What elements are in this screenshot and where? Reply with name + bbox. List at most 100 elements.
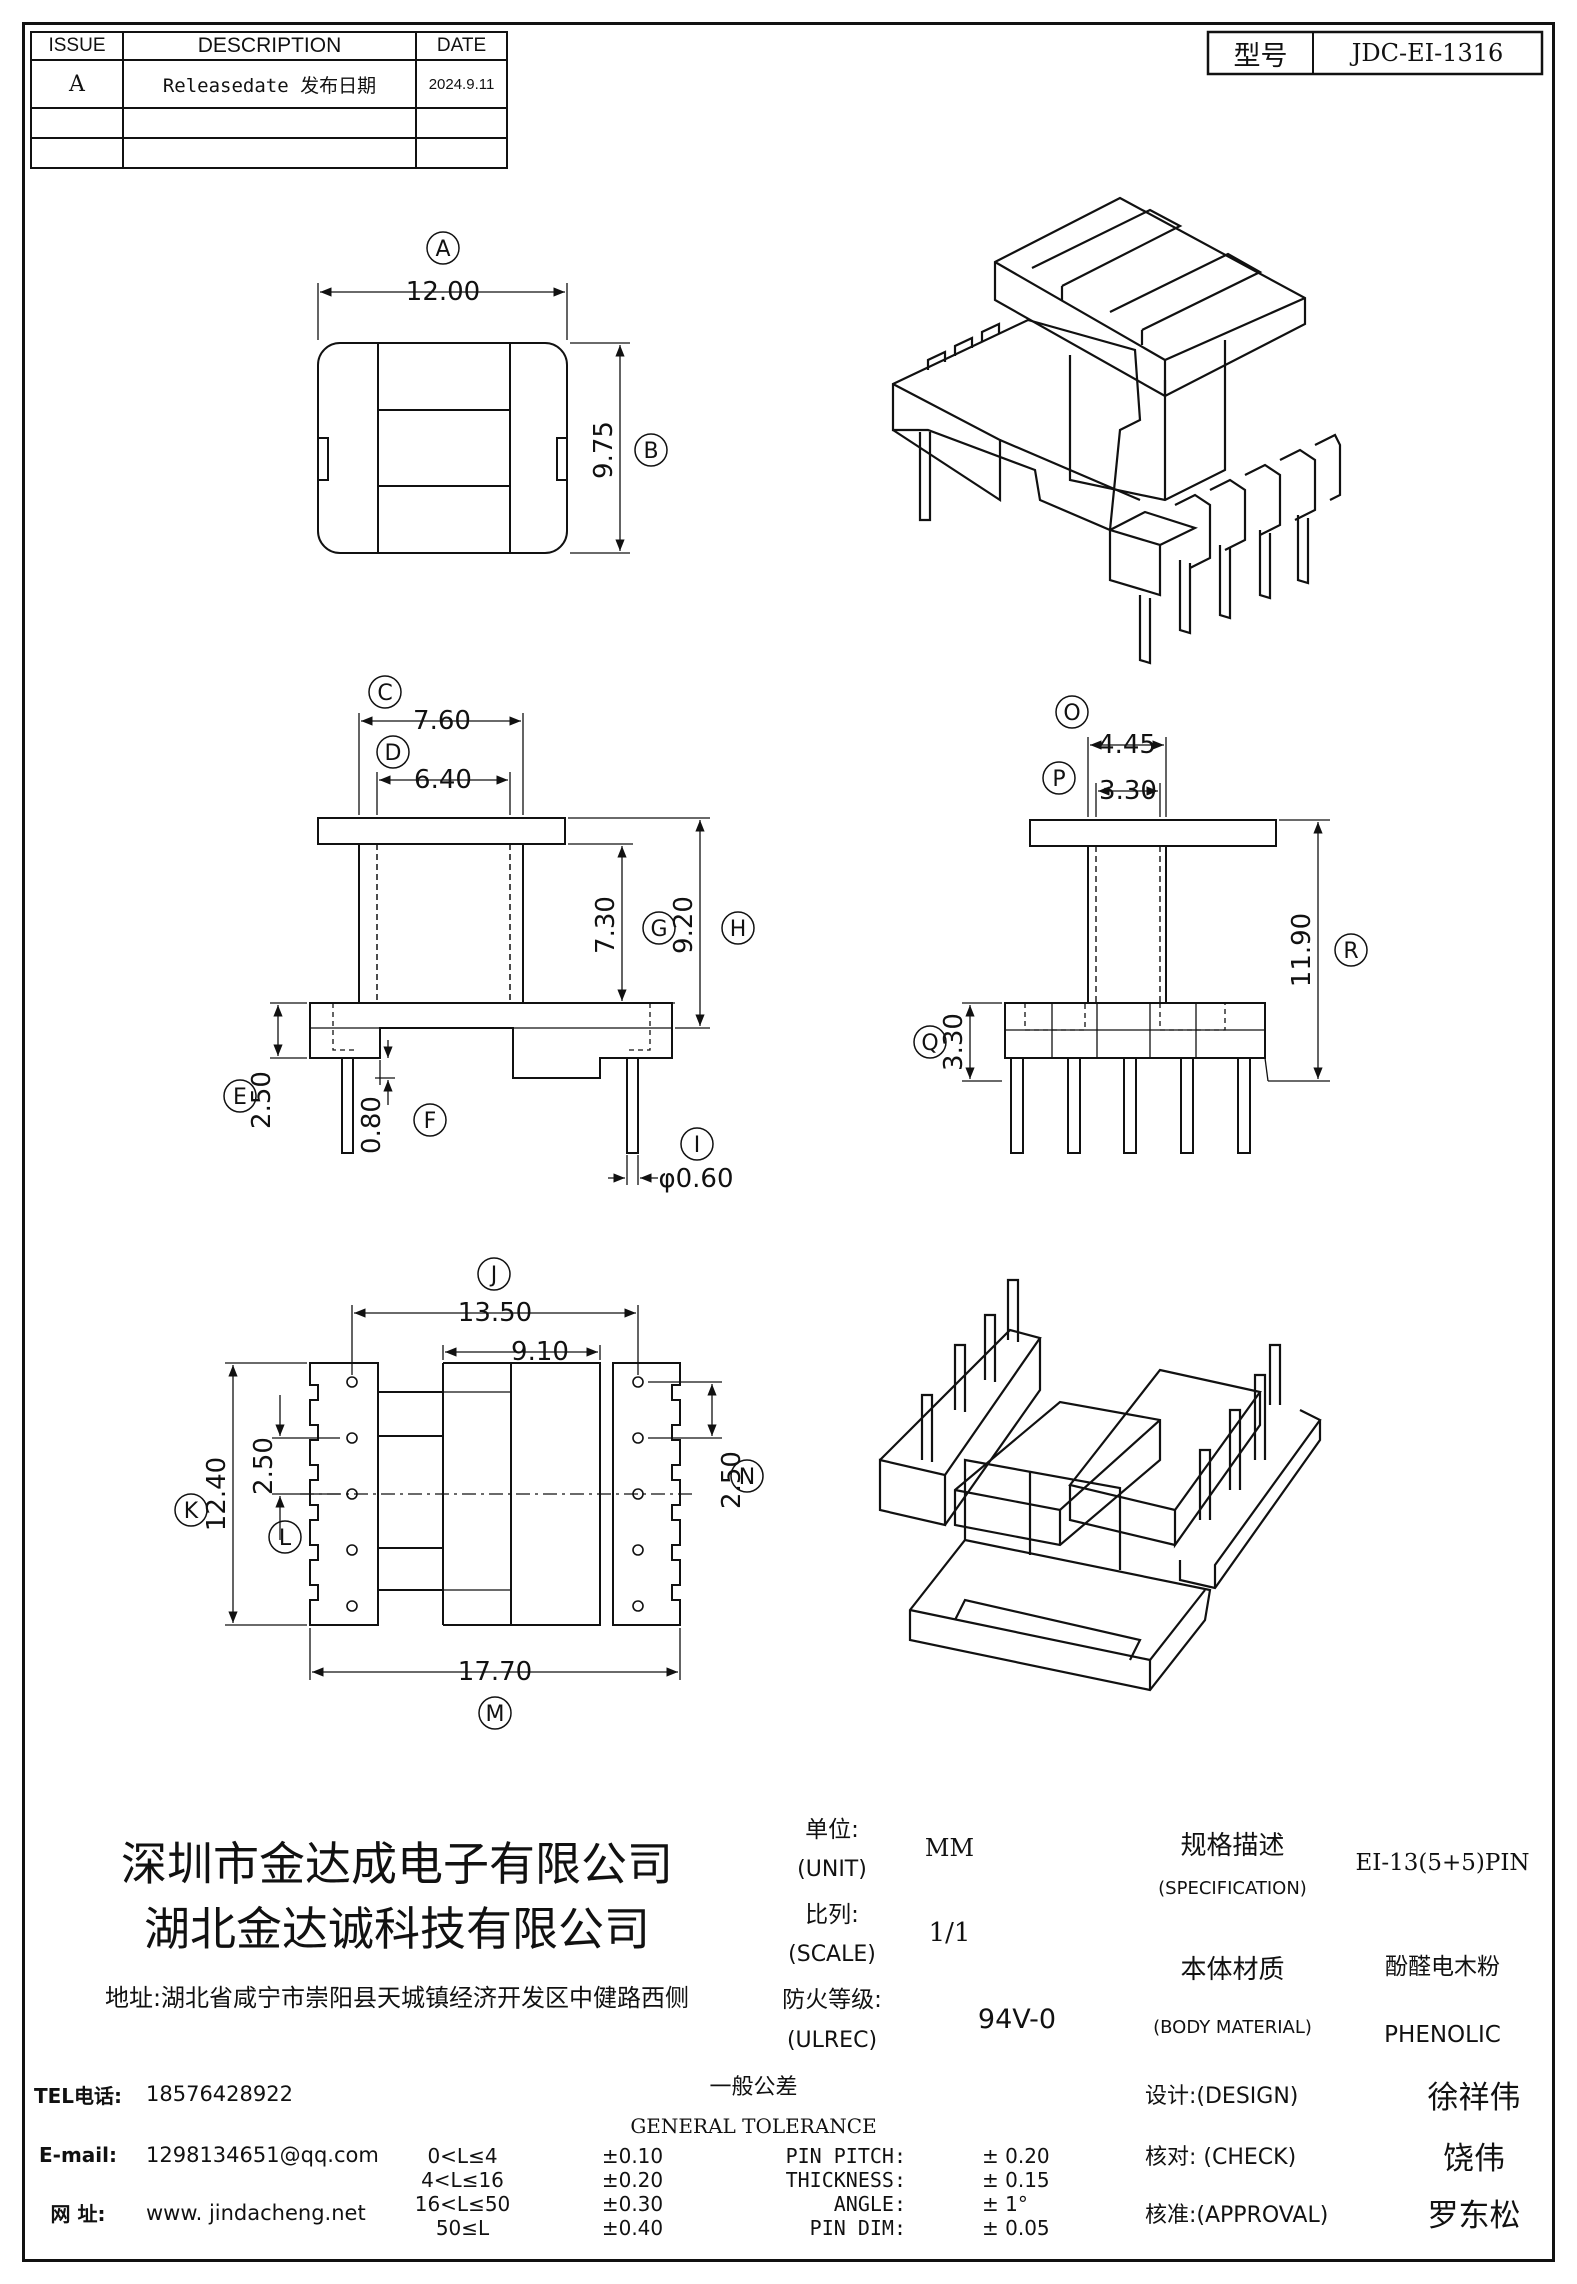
- dim-M-text: 17.70: [458, 1657, 532, 1687]
- spec-label-en: (SPECIFICATION): [1158, 1877, 1307, 1899]
- callout-H: H: [721, 911, 755, 945]
- svg-text:O: O: [1063, 701, 1080, 726]
- rev-header-issue: ISSUE: [48, 35, 106, 56]
- rev-row-description: Releasedate 发布日期: [162, 74, 377, 97]
- svg-text:N: N: [739, 1465, 755, 1490]
- rev-header-description: DESCRIPTION: [197, 34, 342, 57]
- dim-E-text: 2.50: [247, 1071, 277, 1129]
- callout-P: P: [1042, 761, 1076, 795]
- dim-H-text: 9.20: [669, 896, 699, 954]
- model-value: JDC-EI-1316: [1351, 39, 1504, 67]
- rev-row-issue: A: [69, 71, 85, 97]
- rev-row-date: 2024.9.11: [428, 75, 495, 93]
- callout-B: B: [634, 433, 668, 467]
- company-address: 地址:湖北省咸宁市崇阳县天城镇经济开发区中健路西侧: [104, 1983, 690, 2012]
- spec-pin-pitch: PIN PITCH:: [785, 2144, 906, 2168]
- svg-text:D: D: [385, 741, 402, 766]
- tol-value-3: ±0.30: [601, 2192, 664, 2216]
- dim-F-text: 0.80: [357, 1096, 387, 1154]
- fire-label: 防火等级:: [782, 1986, 882, 2013]
- tolerance-title-cn: 一般公差: [709, 2075, 798, 2100]
- design-label: 设计:(DESIGN): [1145, 2084, 1299, 2109]
- dim-D-text: 6.40: [414, 765, 472, 795]
- revision-table-border: [30, 31, 508, 169]
- callout-G: G: [642, 911, 676, 945]
- email-value[interactable]: 1298134651@qq.com: [146, 2143, 379, 2167]
- callout-K: K: [174, 1493, 208, 1527]
- check-label: 核对: (CHECK): [1145, 2145, 1297, 2170]
- dim-G-text: 7.30: [591, 896, 621, 954]
- iso-view-bottom: [878, 1278, 1322, 1692]
- tel-label: TEL电话:: [33, 2083, 123, 2108]
- spec-pin-dim: PIN DIM:: [809, 2216, 906, 2240]
- technical-drawing: 12.00 9.75 7.60 6.40 7.30 9.20 2.50 0.80…: [30, 30, 1544, 1730]
- callout-R: R: [1334, 933, 1368, 967]
- spec-pin-dim-value: ± 0.05: [982, 2216, 1050, 2240]
- callout-M: M: [478, 1696, 512, 1730]
- design-name: 徐祥伟: [1427, 2079, 1521, 2116]
- dim-C-text: 7.60: [413, 706, 471, 736]
- callout-N: N: [730, 1459, 764, 1493]
- spec-value: EI-13(5+5)PIN: [1355, 1849, 1530, 1876]
- dim-O-text: 4.45: [1098, 730, 1156, 760]
- bottom-view: [225, 1305, 722, 1680]
- dim-B-text: 9.75: [589, 421, 619, 479]
- spec-pin-pitch-value: ± 0.20: [982, 2144, 1050, 2168]
- web-label: 网 址:: [50, 2202, 106, 2226]
- company-name-1: 深圳市金达成电子有限公司: [121, 1837, 673, 1891]
- material-label: 本体材质: [1180, 1954, 1285, 1985]
- side-view: [962, 737, 1330, 1154]
- svg-text:I: I: [694, 1133, 701, 1158]
- dim-A-text: 12.00: [406, 277, 480, 307]
- callout-L: L: [268, 1520, 302, 1554]
- web-value[interactable]: www. jindacheng.net: [146, 2200, 366, 2225]
- front-view: [270, 713, 710, 1185]
- dim-K-text: 12.40: [202, 1457, 232, 1531]
- tolerance-title-en: GENERAL TOLERANCE: [630, 2113, 877, 2138]
- svg-text:K: K: [184, 1499, 199, 1524]
- callout-Q: Q: [913, 1025, 947, 1059]
- callout-A: A: [426, 231, 460, 265]
- fire-label-en: (ULREC): [786, 2028, 878, 2053]
- dim-P-text: 3.30: [1099, 776, 1157, 806]
- svg-text:E: E: [233, 1085, 247, 1110]
- callout-F: F: [413, 1103, 447, 1137]
- scale-label: 比列:: [805, 1902, 859, 1928]
- dim-J-text: 13.50: [458, 1298, 532, 1328]
- fire-value: 94V-0: [977, 2003, 1057, 2035]
- tol-range-1: 0<L≤4: [427, 2144, 498, 2168]
- tel-value: 18576428922: [146, 2082, 293, 2106]
- callout-C: C: [368, 675, 402, 709]
- dim-I-text: φ0.60: [658, 1164, 733, 1194]
- spec-thickness: THICKNESS:: [785, 2168, 906, 2192]
- approval-label: 核准:(APPROVAL): [1145, 2202, 1329, 2228]
- scale-value: 1/1: [928, 1918, 971, 1948]
- material-value-cn: 酚醛电木粉: [1385, 1953, 1500, 1980]
- callout-E: E: [223, 1079, 257, 1113]
- dim-Q-text: 3.30: [939, 1013, 969, 1071]
- material-value-en: PHENOLIC: [1384, 2022, 1501, 2048]
- tol-range-4: 50≤L: [435, 2216, 490, 2240]
- spec-thickness-value: ± 0.15: [982, 2168, 1050, 2192]
- company-name-2: 湖北金达诚科技有限公司: [144, 1902, 650, 1956]
- svg-text:A: A: [435, 237, 450, 262]
- model-label: 型号: [1233, 40, 1288, 72]
- dim-L-text: 2.50: [249, 1437, 279, 1495]
- unit-label: 单位:: [805, 1816, 859, 1843]
- svg-text:B: B: [643, 439, 658, 464]
- svg-text:M: M: [486, 1702, 505, 1727]
- callout-O: O: [1055, 695, 1089, 729]
- svg-text:C: C: [377, 681, 392, 706]
- iso-view-top: [891, 196, 1342, 665]
- tol-value-4: ±0.40: [601, 2216, 664, 2240]
- unit-value: MM: [924, 1834, 975, 1862]
- unit-label-en: (UNIT): [797, 1857, 867, 1882]
- callout-D: D: [376, 735, 410, 769]
- dim-910-text: 9.10: [511, 1337, 569, 1367]
- dim-R-text: 11.90: [1287, 913, 1317, 987]
- svg-text:P: P: [1052, 767, 1065, 792]
- tol-value-2: ±0.20: [601, 2168, 664, 2192]
- svg-text:J: J: [489, 1263, 498, 1288]
- tol-range-2: 4<L≤16: [421, 2168, 504, 2192]
- svg-text:Q: Q: [921, 1031, 938, 1056]
